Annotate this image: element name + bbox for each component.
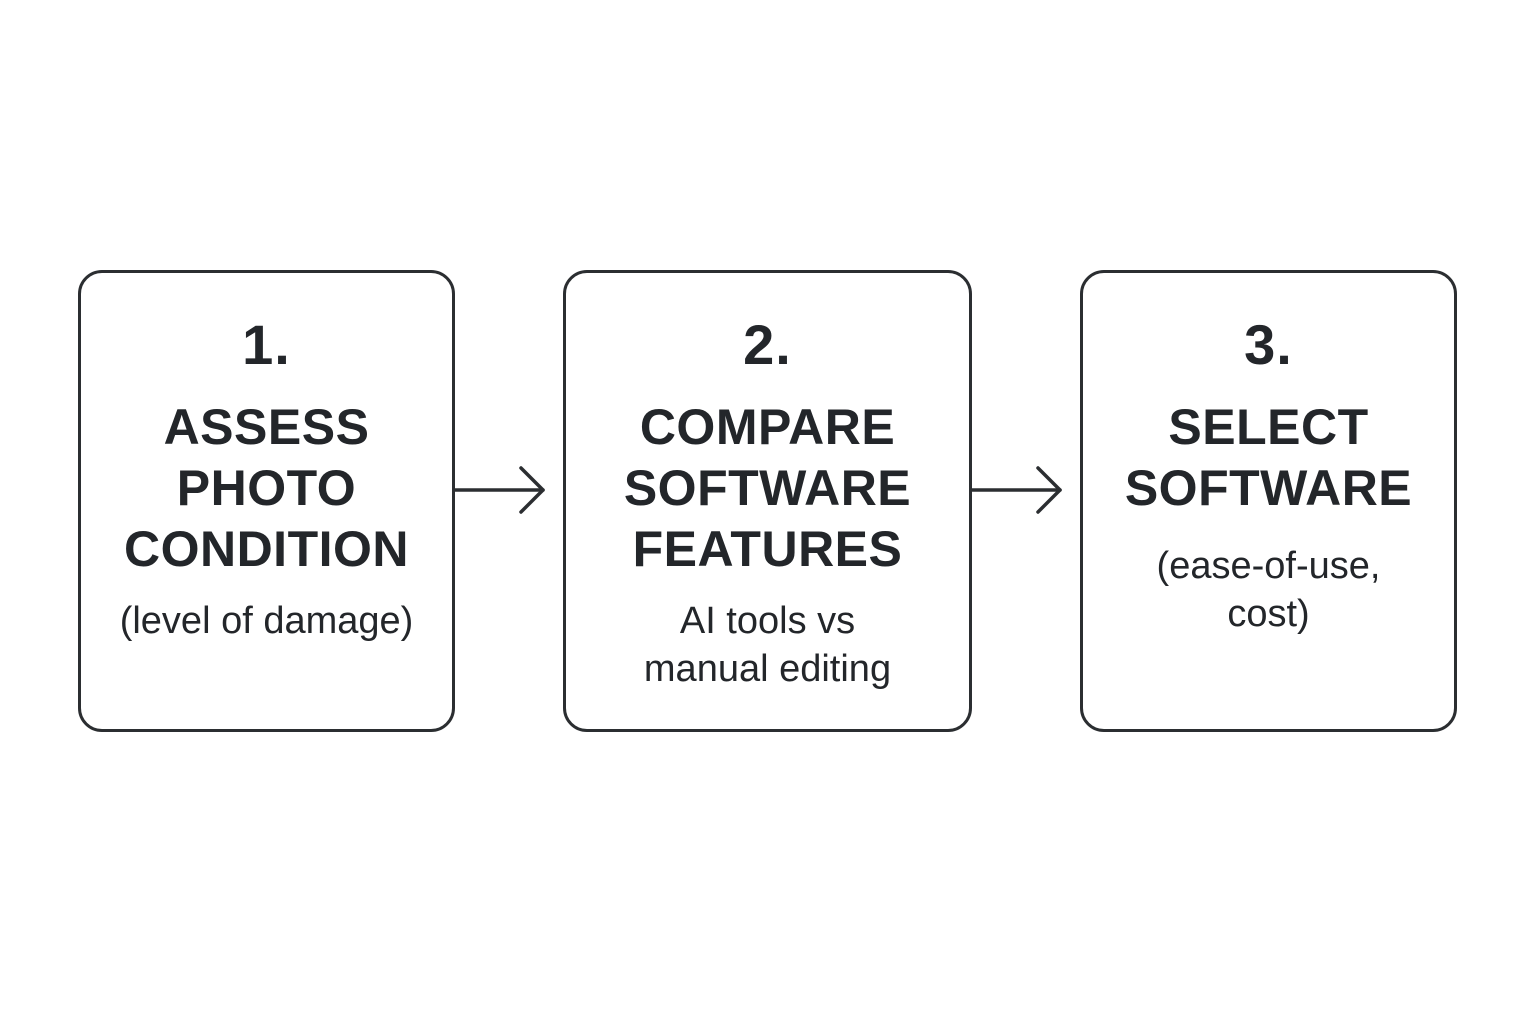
step-title: ASSESS PHOTO CONDITION	[123, 399, 410, 577]
step-number: 1.	[242, 313, 291, 376]
step-box-select: 3. SELECT SOFTWARE (ease-of-use, cost)	[1080, 270, 1457, 732]
step-title: COMPARE SOFTWARE FEATURES	[623, 399, 912, 577]
step-note: (ease-of-use, cost)	[1156, 545, 1381, 635]
right-arrow-icon	[972, 466, 1062, 514]
step-number: 2.	[743, 313, 792, 376]
step-box-compare: 2. COMPARE SOFTWARE FEATURES AI tools vs…	[563, 270, 972, 732]
step-note: (level of damage)	[119, 600, 414, 642]
step-box-assess: 1. ASSESS PHOTO CONDITION (level of dama…	[78, 270, 455, 732]
step-title: SELECT SOFTWARE	[1124, 399, 1413, 516]
right-arrow-icon	[455, 466, 545, 514]
step-note: AI tools vs manual editing	[643, 600, 892, 690]
step-number: 3.	[1244, 313, 1293, 376]
